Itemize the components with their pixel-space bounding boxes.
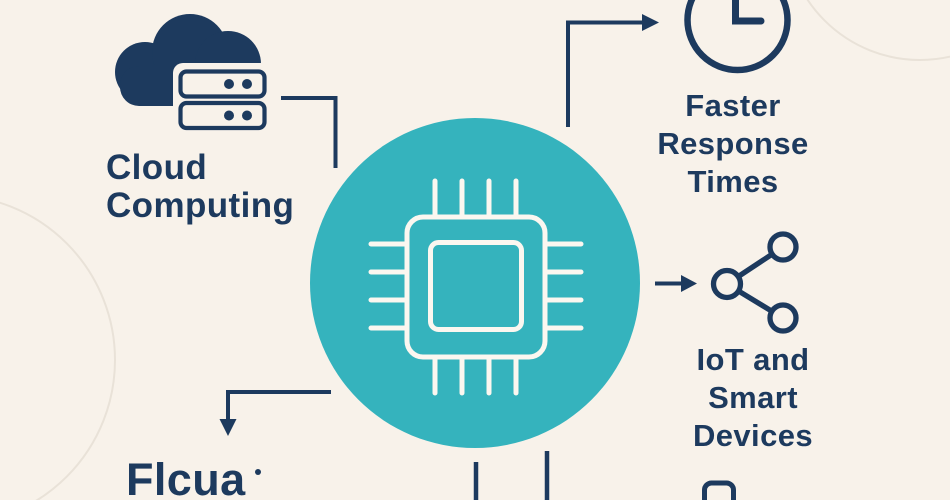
partial-label-dot (255, 469, 261, 475)
faint-circle-left (0, 201, 116, 500)
arrowhead-right-icon (642, 14, 659, 31)
bottom-partial-label: Flcua (126, 454, 246, 500)
arrowhead-right-icon (681, 275, 697, 292)
label-line: IoT and (696, 342, 810, 377)
faint-circle-top-right (806, 0, 950, 61)
cpu-chip-icon (368, 178, 584, 396)
arrowhead-down-icon (219, 419, 237, 436)
connectors (219, 14, 697, 500)
center-to-clock-arrow (566, 14, 659, 127)
iot-smart-devices-label: IoT and Smart Devices (647, 341, 859, 455)
server-backplate (173, 63, 272, 135)
server-rack-row (178, 100, 267, 131)
server-rack-row (178, 69, 267, 99)
label-line: Cloud (106, 148, 208, 187)
teal-circle (310, 118, 640, 448)
label-line: Faster (685, 88, 781, 123)
clock-icon (684, 0, 791, 74)
cloud-to-center-elbow (281, 96, 338, 168)
label-line: Smart (708, 380, 798, 415)
center-to-bottomleft-arrow (219, 390, 331, 436)
share-network-icon (710, 231, 799, 334)
center-to-iot-arrow (655, 275, 697, 292)
device-outline-icon (702, 480, 736, 500)
label-line: Computing (106, 186, 295, 225)
label-line: Times (687, 164, 779, 199)
cloud-computing-label: Cloud Computing (106, 149, 294, 225)
label-line: Devices (692, 418, 813, 453)
faster-response-times-label: Faster Response Times (627, 87, 839, 201)
center-node (310, 118, 640, 448)
clock-hands (732, 0, 765, 25)
cloud-server-icon (115, 14, 272, 135)
label-line: Response (657, 126, 809, 161)
